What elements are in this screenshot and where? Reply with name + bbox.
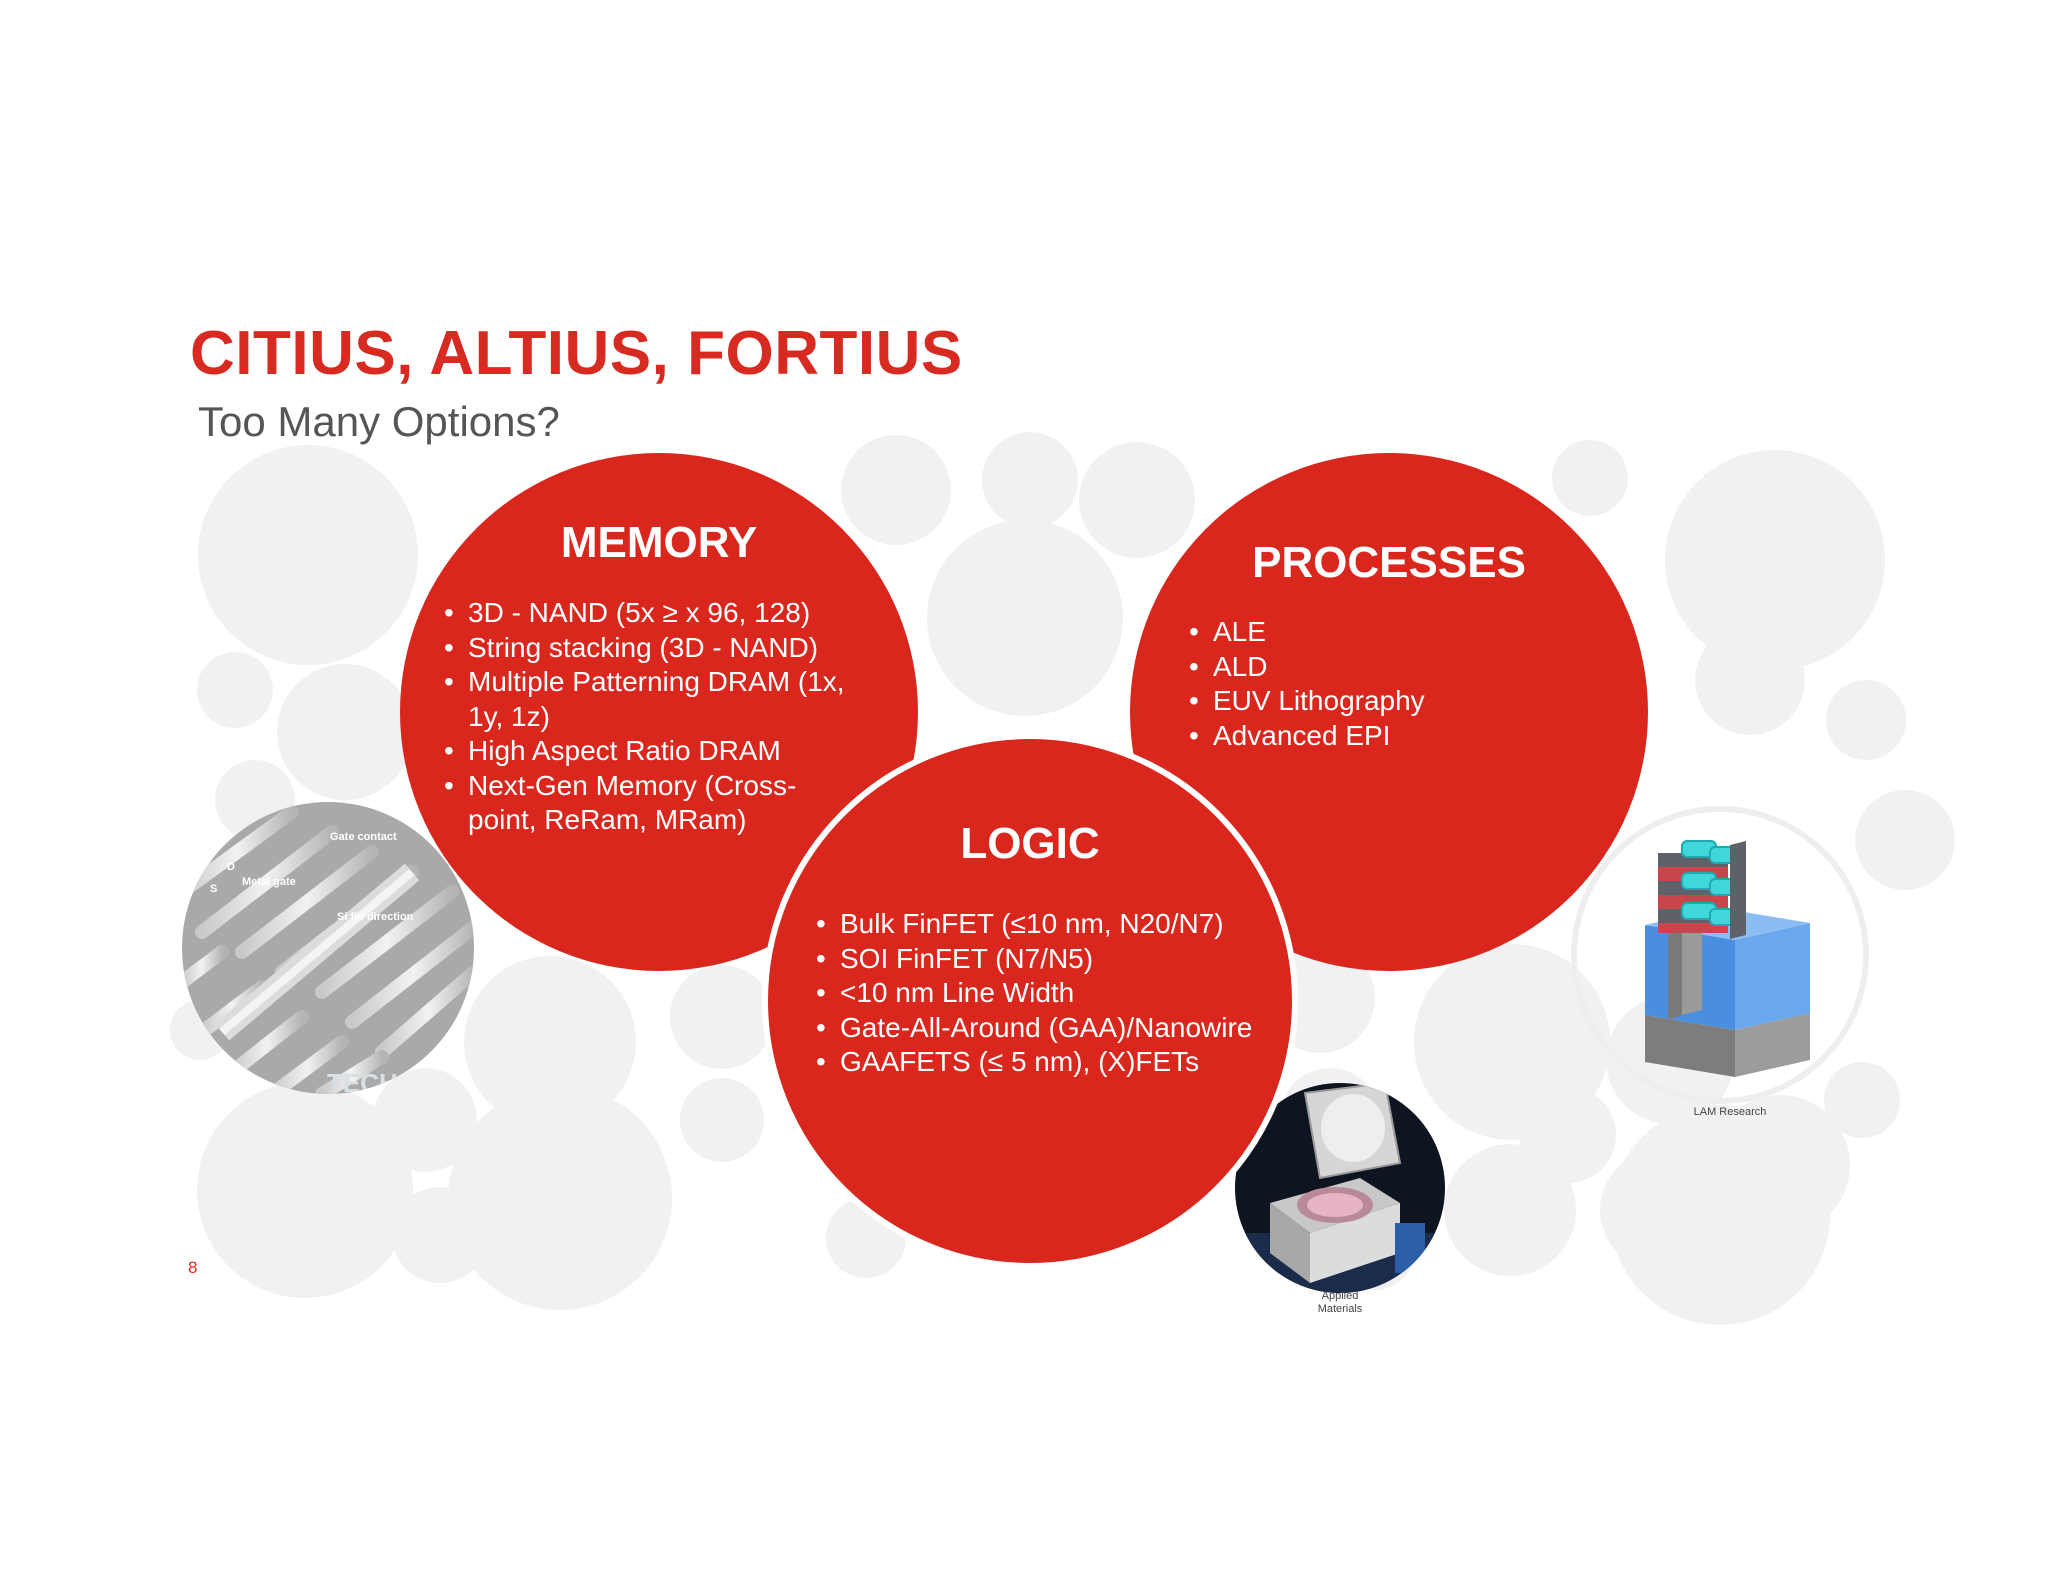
logic-list: Bulk FinFET (≤10 nm, N20/N7) SOI FinFET … xyxy=(812,907,1272,1080)
logic-item: GAAFETS (≤ 5 nm), (X)FETs xyxy=(812,1045,1272,1080)
logic-circle: LOGIC Bulk FinFET (≤10 nm, N20/N7) SOI F… xyxy=(762,733,1298,1269)
processes-item: EUV Lithography xyxy=(1185,684,1585,719)
credit-applied-line2: Materials xyxy=(1317,1303,1363,1315)
label-d: D xyxy=(227,861,235,873)
credit-applied-line1: Applied xyxy=(1321,1290,1359,1302)
logic-heading: LOGIC xyxy=(960,819,1100,868)
processes-item: Advanced EPI xyxy=(1185,719,1585,754)
memory-list: 3D - NAND (5x ≥ x 96, 128) String stacki… xyxy=(440,596,860,838)
logic-item: SOI FinFET (N7/N5) xyxy=(812,942,1272,977)
page-subtitle: Too Many Options? xyxy=(198,398,560,445)
processes-list: ALE ALD EUV Lithography Advanced EPI xyxy=(1185,615,1585,753)
memory-heading: MEMORY xyxy=(560,518,758,567)
finfet-sem-photo: Gate contact Metal gate Si fin direction… xyxy=(182,802,474,1094)
finfet-3d-render xyxy=(1571,806,1869,1104)
memory-item: Multiple Patterning DRAM (1x, 1y, 1z) xyxy=(440,665,860,734)
credit-applied-materials: Applied Materials xyxy=(1290,1290,1390,1316)
memory-item: High Aspect Ratio DRAM xyxy=(440,734,860,769)
memory-item: Next-Gen Memory (Cross-point, ReRam, MRa… xyxy=(440,769,860,838)
page-number: 8 xyxy=(188,1258,198,1277)
label-s: S xyxy=(210,883,217,895)
processes-item: ALD xyxy=(1185,650,1585,685)
label-gate-contact: Gate contact xyxy=(330,831,397,843)
process-chamber-photo xyxy=(1235,1083,1445,1293)
processes-item: ALE xyxy=(1185,615,1585,650)
memory-item: String stacking (3D - NAND) xyxy=(440,631,860,666)
label-si-fin: Si fin direction xyxy=(337,911,414,923)
logic-item: <10 nm Line Width xyxy=(812,976,1272,1011)
watermark-text: TECH xyxy=(327,1068,398,1094)
credit-lam-research: LAM Research xyxy=(1693,1106,1767,1118)
memory-item: 3D - NAND (5x ≥ x 96, 128) xyxy=(440,596,860,631)
logic-item: Bulk FinFET (≤10 nm, N20/N7) xyxy=(812,907,1272,942)
label-metal-gate: Metal gate xyxy=(242,876,296,888)
logic-item: Gate-All-Around (GAA)/Nanowire xyxy=(812,1011,1272,1046)
processes-heading: PROCESSES xyxy=(1252,538,1526,587)
page-title: CITIUS, ALTIUS, FORTIUS xyxy=(190,319,963,388)
